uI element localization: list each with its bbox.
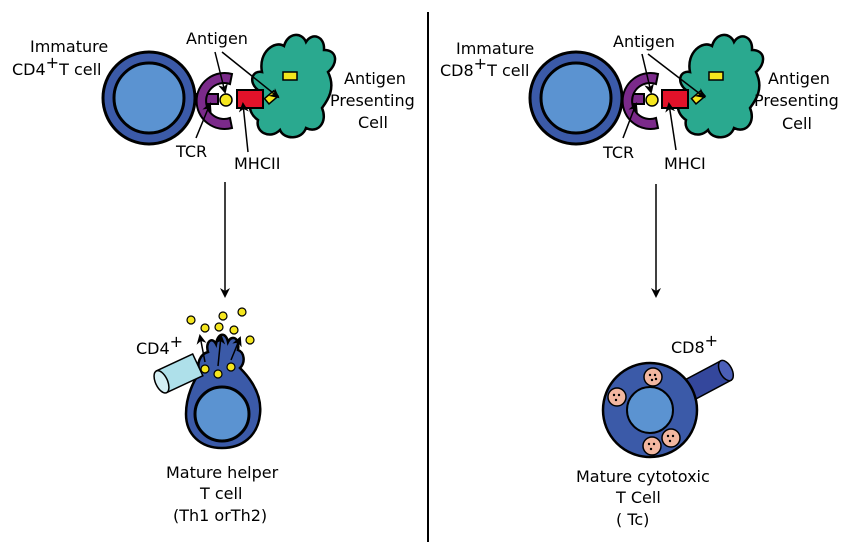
cd4-marker-label: CD4+ <box>136 332 183 358</box>
tcr-label-left: TCR <box>175 142 207 161</box>
mhc-pointer-right <box>665 102 677 151</box>
mhcii-molecule <box>236 89 264 109</box>
t-cell-nucleus-left <box>112 61 186 135</box>
mature-cytotoxic-nucleus <box>626 386 674 434</box>
apc-label-line3-right: Cell <box>782 114 812 133</box>
antigen-fragment-apc-right <box>708 71 724 81</box>
result-line2-right: T Cell <box>615 488 661 507</box>
t-cell-label-line1-left: Immature <box>30 37 108 56</box>
result-line2-left: T cell <box>199 484 242 503</box>
mhc-label-left: MHCII <box>234 154 280 173</box>
antigen-pointer-right-1 <box>641 53 655 94</box>
result-line1-right: Mature cytotoxic <box>576 467 710 486</box>
mhc-label-right: MHCI <box>664 154 706 173</box>
t-cell-label-line1-right: Immature <box>456 39 534 58</box>
t-cell-nucleus-right <box>539 61 613 135</box>
cytotoxic-granules <box>607 367 681 456</box>
antigen-pointer-left-2 <box>221 51 280 99</box>
t-cell-label-line2-right: CD8+T cell <box>440 54 529 80</box>
right-panel: Immature CD8+T cell Antigen Antigen Pres… <box>440 32 839 529</box>
antigen-pointer-right-2 <box>647 53 706 99</box>
t-cell-label-line2-left: CD4+T cell <box>12 53 101 79</box>
antigen-pointer-left-1 <box>214 51 228 94</box>
antigen-label-right: Antigen <box>613 32 675 51</box>
antigen-presenting-cell-right <box>676 33 765 139</box>
apc-label-line1-left: Antigen <box>344 69 406 88</box>
result-line3-left: (Th1 orTh2) <box>173 506 267 525</box>
apc-label-line1-right: Antigen <box>768 69 830 88</box>
cd8-marker-label: CD8+ <box>671 331 718 357</box>
mhci-molecule <box>661 89 689 109</box>
tcr-pointer-left <box>195 102 212 139</box>
mature-helper-nucleus <box>193 385 251 443</box>
result-line1-left: Mature helper <box>166 463 279 482</box>
result-line3-right: ( Tc) <box>616 510 649 529</box>
tcr-label-right: TCR <box>602 143 634 162</box>
cd4-marker <box>153 352 204 394</box>
antigen-presenting-cell-left <box>248 33 337 139</box>
apc-label-line3-left: Cell <box>358 113 388 132</box>
antigen-fragment-apc-left <box>282 71 298 81</box>
cytokine-granules <box>186 307 255 379</box>
apc-label-line2-right: Presenting <box>754 91 839 110</box>
tcr-pointer-right <box>622 102 638 139</box>
left-panel: Immature CD4+T cell Antigen Antigen Pres… <box>12 29 415 525</box>
antigen-bound-right <box>645 93 659 107</box>
apc-label-line2-left: Presenting <box>330 91 415 110</box>
mhc-pointer-left <box>238 102 249 153</box>
antigen-label-left: Antigen <box>186 29 248 48</box>
antigen-bound-left <box>219 93 233 107</box>
